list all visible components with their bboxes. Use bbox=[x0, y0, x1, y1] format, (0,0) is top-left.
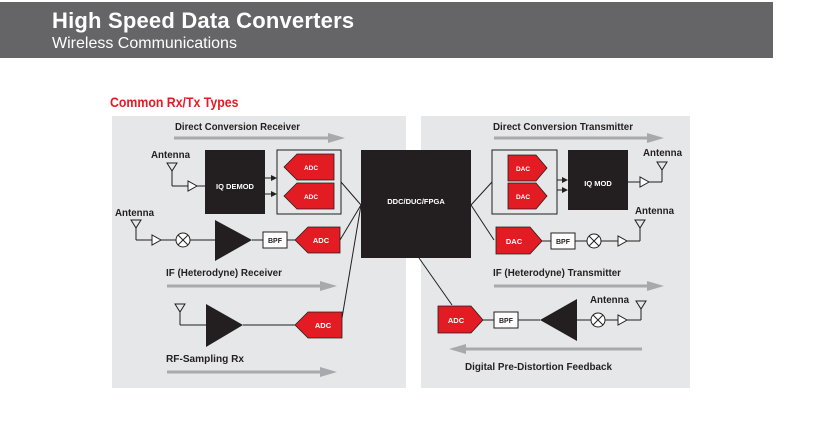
pa-icon bbox=[639, 176, 651, 188]
ddc-duc-fpga-block bbox=[361, 150, 471, 258]
antenna-label-dpd: Antenna bbox=[590, 295, 629, 306]
ddc-duc-fpga-label: DDC/DUC/FPGA bbox=[387, 197, 445, 206]
page-header: High Speed Data Converters Wireless Comm… bbox=[0, 2, 773, 58]
section-title: Common Rx/Tx Types bbox=[110, 94, 239, 110]
bpf-label-dpd: BPF bbox=[499, 318, 514, 325]
if-heterodyne-transmitter-label: IF (Heterodyne) Transmitter bbox=[493, 268, 621, 279]
antenna-label-if-tx: Antenna bbox=[635, 206, 674, 217]
amplifier-icon bbox=[215, 220, 252, 261]
adc-block-rf bbox=[294, 311, 343, 339]
pa-icon bbox=[617, 314, 629, 326]
direct-conversion-transmitter-label: Direct Conversion Transmitter bbox=[493, 122, 633, 133]
flow-arrow-rf-rx bbox=[167, 367, 337, 377]
bpf-label-rx: BPF bbox=[268, 238, 283, 245]
dac-label-q: DAC bbox=[516, 194, 530, 201]
iq-demod-block bbox=[205, 150, 265, 214]
bpf-label-tx: BPF bbox=[556, 239, 571, 246]
connection-lines bbox=[339, 181, 495, 319]
iq-demod-label: IQ DEMOD bbox=[216, 182, 255, 191]
lna-icon bbox=[151, 234, 163, 246]
antenna-icon bbox=[130, 219, 152, 241]
flow-arrow-direct-tx bbox=[494, 133, 664, 143]
rf-sampling-rx-label: RF-Sampling Rx bbox=[166, 354, 244, 365]
flow-arrow-direct-rx bbox=[174, 133, 345, 143]
dpd-feedback-label: Digital Pre-Distortion Feedback bbox=[465, 362, 612, 373]
adc-block-i bbox=[283, 153, 335, 181]
adc-label-if: ADC bbox=[313, 236, 330, 245]
dac-label-if: DAC bbox=[506, 237, 523, 246]
direct-conversion-receiver-label: Direct Conversion Receiver bbox=[175, 122, 300, 133]
adc-block-q bbox=[283, 182, 335, 210]
flow-arrow-if-rx bbox=[167, 281, 337, 291]
adc-block-dpd bbox=[437, 305, 484, 334]
lna-icon bbox=[187, 180, 199, 192]
antenna-icon bbox=[166, 162, 188, 187]
antenna-icon bbox=[627, 300, 647, 321]
antenna-icon bbox=[649, 161, 668, 183]
adc-label-q: ADC bbox=[304, 194, 318, 201]
adc-label-i: ADC bbox=[304, 165, 318, 172]
adc-label-rf: ADC bbox=[315, 321, 332, 330]
amplifier-icon bbox=[540, 299, 577, 341]
iq-mod-label: IQ MOD bbox=[584, 179, 612, 188]
dac-block-if bbox=[495, 226, 543, 255]
if-heterodyne-receiver-label: IF (Heterodyne) Receiver bbox=[166, 268, 282, 279]
antenna-label-direct-rx: Antenna bbox=[151, 150, 190, 161]
dac-label-i: DAC bbox=[516, 166, 530, 173]
page-subtitle: Wireless Communications bbox=[52, 35, 237, 52]
amplifier-icon bbox=[206, 304, 243, 347]
mixer-icon bbox=[586, 233, 602, 249]
dac-block-i bbox=[507, 154, 548, 182]
page-title: High Speed Data Converters bbox=[52, 8, 355, 33]
pa-icon bbox=[617, 235, 629, 247]
dac-block-q bbox=[507, 182, 548, 210]
iq-mod-block bbox=[568, 150, 628, 210]
flow-arrow-if-tx bbox=[494, 281, 664, 291]
antenna-label-direct-tx: Antenna bbox=[643, 148, 682, 159]
antenna-icon bbox=[174, 303, 206, 326]
mixer-icon bbox=[175, 232, 191, 248]
flow-arrow-dpd-feedback bbox=[449, 344, 642, 354]
antenna-label-if-rx: Antenna bbox=[115, 208, 154, 219]
antenna-icon bbox=[627, 219, 646, 242]
adc-label-dpd: ADC bbox=[448, 316, 465, 325]
mixer-icon bbox=[590, 312, 606, 328]
